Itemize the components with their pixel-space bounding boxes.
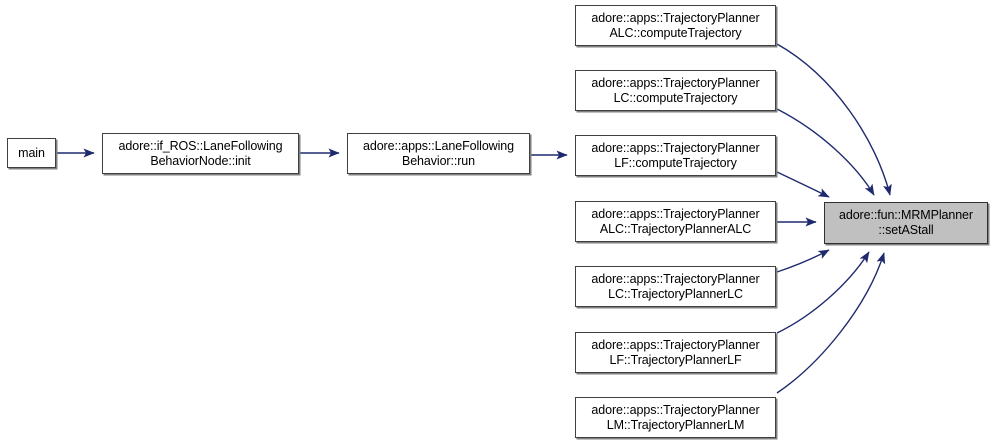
node-lanefollowingbehavior-run[interactable]: adore::apps::LaneFollowing Behavior::run — [347, 133, 530, 174]
node-main[interactable]: main — [7, 138, 56, 168]
node-trajectoryplannerlm-constructor[interactable]: adore::apps::TrajectoryPlanner LM::Traje… — [575, 397, 776, 438]
node-label: adore::apps::TrajectoryPlanner LC::compu… — [591, 75, 760, 105]
node-label: adore::apps::LaneFollowing Behavior::run — [363, 138, 514, 168]
node-label: adore::apps::TrajectoryPlanner LF::compu… — [591, 140, 760, 170]
edge-lm-ctor-to-setastall — [776, 252, 886, 394]
node-label: adore::apps::TrajectoryPlanner LF::Traje… — [591, 337, 760, 367]
node-label: adore::apps::TrajectoryPlanner LC::Traje… — [591, 271, 760, 301]
node-trajectoryplannerlc-constructor[interactable]: adore::apps::TrajectoryPlanner LC::Traje… — [575, 266, 776, 307]
node-label: adore::apps::TrajectoryPlanner LM::Traje… — [591, 402, 760, 432]
node-label: adore::if_ROS::LaneFollowing BehaviorNod… — [118, 138, 283, 168]
edge-lc-computetrajectory-to-setastall — [776, 108, 875, 196]
node-mrmplanner-setastall[interactable]: adore::fun::MRMPlanner ::setAStall — [824, 202, 988, 244]
edge-lf-ctor-to-setastall — [776, 251, 870, 334]
node-trajectoryplannerlf-computetrajectory[interactable]: adore::apps::TrajectoryPlanner LF::compu… — [575, 135, 776, 176]
node-label: main — [18, 145, 45, 160]
node-label: adore::fun::MRMPlanner ::setAStall — [839, 208, 973, 237]
node-trajectoryplanneralc-computetrajectory[interactable]: adore::apps::TrajectoryPlanner ALC::comp… — [575, 5, 776, 46]
edge-lc-ctor-to-setastall — [776, 249, 830, 273]
node-lanefollowingbehaviornode-init[interactable]: adore::if_ROS::LaneFollowing BehaviorNod… — [102, 133, 299, 174]
edge-alc-computetrajectory-to-setastall — [776, 43, 892, 196]
node-trajectoryplanneralc-constructor[interactable]: adore::apps::TrajectoryPlanner ALC::Traj… — [575, 201, 776, 242]
node-label: adore::apps::TrajectoryPlanner ALC::comp… — [591, 10, 760, 40]
node-trajectoryplannerlf-constructor[interactable]: adore::apps::TrajectoryPlanner LF::Traje… — [575, 332, 776, 373]
node-label: adore::apps::TrajectoryPlanner ALC::Traj… — [591, 206, 760, 236]
node-trajectoryplannerlc-computetrajectory[interactable]: adore::apps::TrajectoryPlanner LC::compu… — [575, 70, 776, 111]
edge-lf-computetrajectory-to-setastall — [776, 171, 830, 198]
